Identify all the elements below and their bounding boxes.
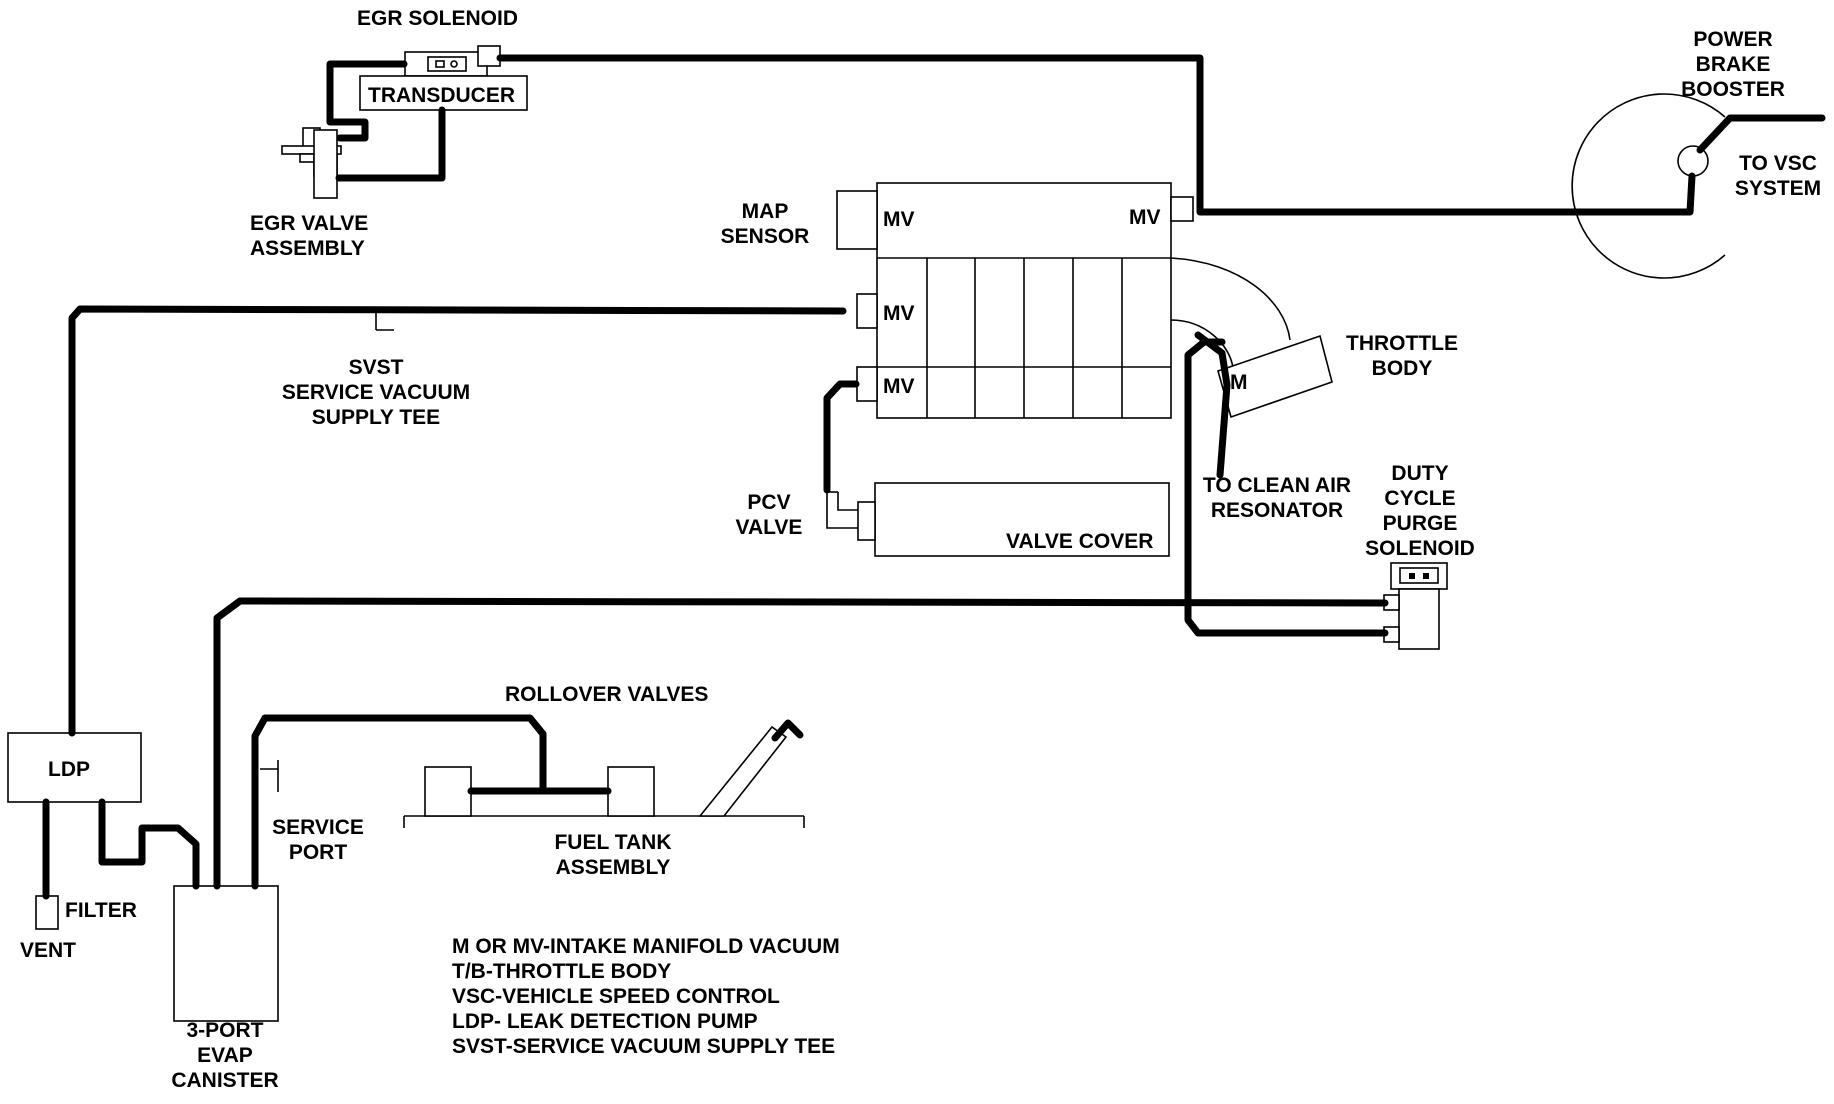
mv-port-map-label: MV bbox=[883, 208, 915, 231]
mv-port-svst-label: MV bbox=[883, 302, 915, 325]
rollover-valves-label: ROLLOVER VALVES bbox=[505, 683, 708, 706]
mv-port-booster-label: MV bbox=[1129, 206, 1161, 229]
service-port bbox=[260, 760, 279, 792]
legend-line-4: LDP- LEAK DETECTION PUMP bbox=[452, 1010, 758, 1033]
filler-neck bbox=[698, 725, 788, 817]
legend-line-1: M OR MV-INTAKE MANIFOLD VACUUM bbox=[452, 935, 840, 958]
legend: M OR MV-INTAKE MANIFOLD VACUUM T/B-THROT… bbox=[452, 935, 840, 1058]
egr-solenoid-transducer bbox=[359, 45, 528, 111]
pcv-valve bbox=[826, 491, 858, 529]
throttle-body bbox=[1170, 257, 1333, 419]
duty-cycle-purge-solenoid bbox=[1383, 562, 1448, 650]
fuel-tank-assembly bbox=[403, 725, 805, 828]
ldp-label: LDP bbox=[48, 758, 90, 781]
svst-tee bbox=[375, 312, 394, 331]
intake-manifold bbox=[836, 182, 1194, 419]
throttle-body-m-label: M bbox=[1230, 371, 1248, 394]
power-brake-booster bbox=[1571, 93, 1726, 279]
egr-valve-assembly bbox=[281, 127, 342, 199]
vacuum-hoses bbox=[42, 54, 1826, 900]
rollover-valve-left bbox=[424, 766, 472, 817]
filter bbox=[35, 895, 59, 930]
legend-line-2: T/B-THROTTLE BODY bbox=[452, 960, 671, 983]
legend-line-5: SVST-SERVICE VACUUM SUPPLY TEE bbox=[452, 1035, 835, 1058]
valve-cover-label: VALVE COVER bbox=[1006, 530, 1153, 553]
valve-cover bbox=[857, 482, 1170, 557]
rollover-valve-right bbox=[607, 766, 655, 817]
evap-canister bbox=[173, 885, 279, 1022]
filter-label: FILTER bbox=[65, 899, 137, 922]
ldp bbox=[7, 732, 142, 803]
mv-port-pcv-label: MV bbox=[883, 375, 915, 398]
transducer-label: TRANSDUCER bbox=[368, 84, 515, 107]
egr-solenoid-label: EGR SOLENOID bbox=[357, 7, 518, 30]
vent-label: VENT bbox=[20, 939, 76, 962]
legend-line-3: VSC-VEHICLE SPEED CONTROL bbox=[452, 985, 780, 1008]
